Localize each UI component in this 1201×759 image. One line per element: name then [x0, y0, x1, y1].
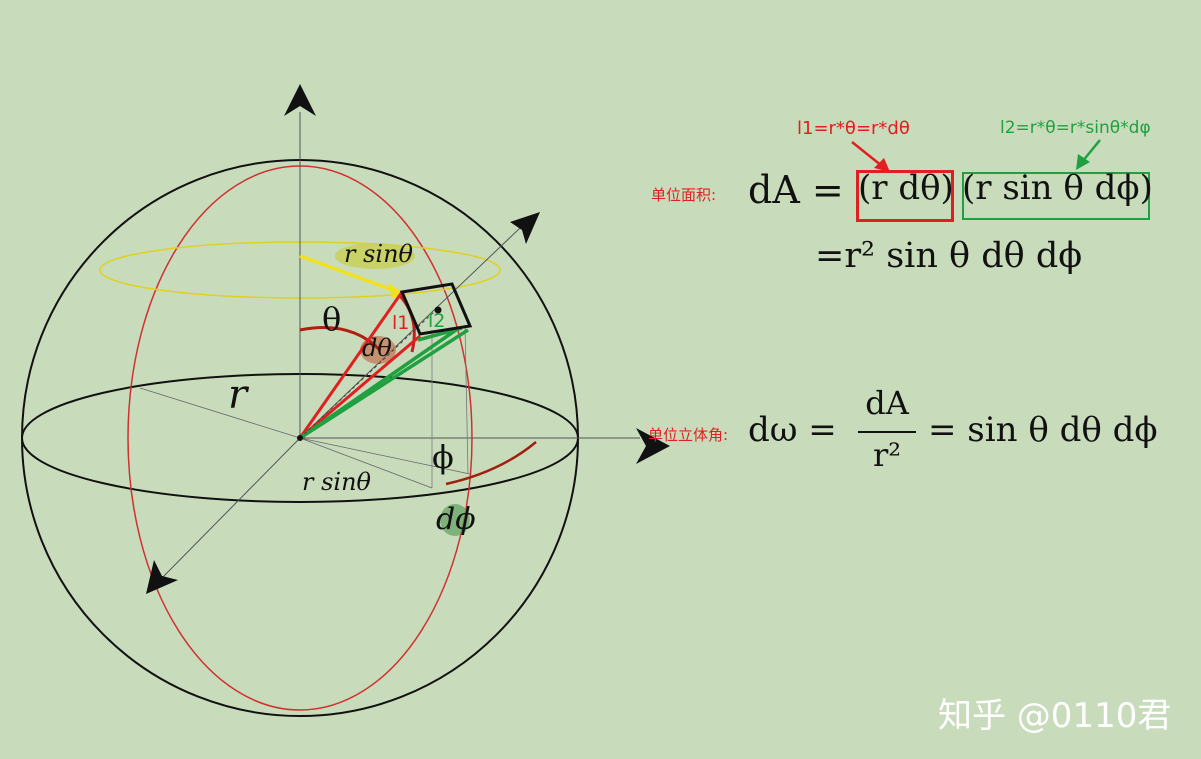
- unit-area-label: 单位面积:: [651, 186, 717, 204]
- l1-callout-arrowhead: [874, 158, 890, 172]
- projection-line-1: [299, 437, 433, 489]
- unit-area-line2: =r² sin θ dθ dϕ: [815, 236, 1083, 276]
- theta-arc: [299, 326, 382, 352]
- solid-angle-rhs: = sin θ dθ dϕ: [928, 410, 1158, 450]
- dashed-center: [299, 309, 437, 439]
- rsin-arrow: [299, 254, 399, 294]
- green-edge: [417, 326, 463, 342]
- l2-label: l2: [428, 310, 446, 332]
- radius-line: [139, 387, 301, 439]
- origin-dot: [297, 435, 303, 441]
- l1-label: l1: [392, 312, 410, 334]
- unit-area-term2: (r sin θ dϕ): [962, 168, 1153, 208]
- rsin-highlight: [335, 243, 415, 269]
- dphi-label: dϕ: [436, 502, 476, 537]
- watermark: 知乎 @0110君: [938, 696, 1172, 736]
- dtheta-label: dθ: [362, 334, 392, 362]
- rsin-top-label: r sinθ: [344, 240, 413, 268]
- patch-center-dot: [434, 306, 442, 314]
- unit-area-term1: (r dθ): [858, 168, 954, 208]
- surface-patch: [399, 282, 473, 336]
- l1-term-box: [856, 170, 954, 222]
- phi-label: ϕ: [432, 438, 454, 476]
- l1-formula-note: l1=r*θ=r*dθ: [797, 118, 910, 139]
- red-vector-1: [298, 291, 404, 439]
- solid-angle-numerator: dA: [865, 384, 909, 422]
- theta-label: θ: [322, 300, 342, 338]
- solid-angle-denominator: r²: [872, 436, 902, 474]
- green-vector-2: [299, 328, 469, 440]
- projection-line-2: [299, 437, 471, 475]
- solid-angle-label: 单位立体角:: [648, 426, 729, 444]
- z-axis-arrowhead: [284, 84, 316, 116]
- unit-area-lhs: dA =: [748, 168, 844, 212]
- r-label: r: [228, 372, 248, 418]
- y-axis-back-arrowhead: [510, 212, 540, 244]
- y-axis-front-arrowhead: [146, 560, 178, 594]
- l2-callout-arrow: [1081, 139, 1101, 163]
- red-vector-2: [299, 334, 421, 440]
- l2-term-box: [962, 172, 1150, 220]
- x-axis-arrowhead: [636, 428, 670, 464]
- vertical-drop-2: [464, 324, 469, 475]
- l2-formula-note: l2=r*θ=r*sinθ*dφ: [1000, 118, 1151, 138]
- solid-angle-lhs: dω =: [748, 410, 837, 450]
- y-axis-front: [159, 437, 301, 581]
- phi-arc: [445, 441, 537, 486]
- rsin-bottom-label: r sinθ: [302, 468, 371, 496]
- l2-callout-arrowhead: [1076, 154, 1090, 170]
- dphi-highlight: [440, 504, 470, 536]
- l1-callout-arrow: [851, 141, 883, 167]
